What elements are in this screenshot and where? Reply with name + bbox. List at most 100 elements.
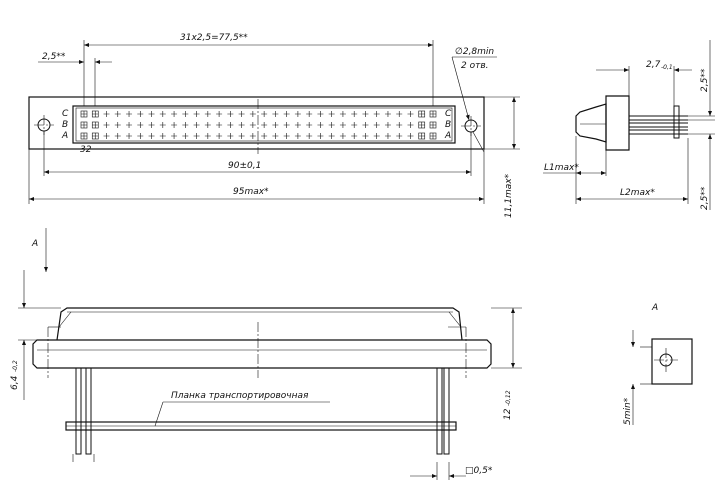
top-view-body	[72, 105, 456, 144]
detail-a-label: A	[651, 303, 658, 313]
pin-contact	[396, 111, 403, 117]
pin-contact	[114, 111, 121, 117]
dim-side-offset-tol: -0,1	[661, 64, 673, 71]
pin-contact	[227, 122, 234, 128]
front-view	[32, 307, 492, 462]
pin-contact	[384, 122, 391, 128]
dim-side-pitch-top: 2,5**	[700, 68, 710, 92]
pin-contact	[216, 122, 223, 128]
pin-contact	[339, 133, 346, 139]
dim-l1: L1max*	[544, 163, 579, 173]
pin-contact	[137, 133, 144, 139]
pin-contact	[317, 133, 324, 139]
pin-contact	[328, 133, 335, 139]
strip-label: Планка транспортировочная	[171, 391, 309, 401]
top-view-flange	[28, 96, 485, 150]
pin-contact	[204, 133, 211, 139]
pin-contact	[227, 111, 234, 117]
top-view: C B A C B A 32	[28, 96, 485, 155]
pin-contact	[103, 111, 110, 117]
pin-contact	[373, 111, 380, 117]
pin-contact	[261, 133, 268, 139]
pin-contact	[137, 122, 144, 128]
dim-pitch-left: 2,5**	[42, 52, 66, 62]
pin-contact	[294, 111, 301, 117]
view-a-label: A	[31, 239, 38, 249]
side-view	[575, 95, 688, 151]
side-view-dimensions: 2,7 -0,1 2,5** 2,5** L1max* L2max*	[543, 40, 715, 210]
pin-contact	[328, 122, 335, 128]
pin-contact-box	[91, 110, 99, 118]
dim-total-height: 12	[503, 408, 513, 420]
pin-contact-box	[418, 121, 426, 129]
pin-contact	[362, 133, 369, 139]
dim-pin-square: □0,5*	[465, 466, 493, 476]
pin-contact-box	[429, 110, 437, 118]
pin-contact	[114, 122, 121, 128]
pin-contact	[430, 111, 436, 117]
pin-contact	[272, 111, 279, 117]
pin-contact	[148, 122, 155, 128]
pin-number-32: 32	[80, 145, 92, 155]
pin-contact	[92, 122, 99, 128]
pin-contact	[204, 111, 211, 117]
dim-hole-diameter: ∅2,8min	[455, 47, 494, 57]
pin-contact	[148, 111, 155, 117]
pin-contact	[418, 122, 425, 128]
pin-contact	[182, 122, 189, 128]
pin-contact	[339, 111, 346, 117]
pin-contact	[238, 111, 245, 117]
left-pin-pair	[75, 367, 82, 455]
pin-contact-box	[418, 110, 426, 118]
pin-contact	[351, 111, 358, 117]
pin-contact	[81, 111, 87, 117]
pin-contact	[216, 133, 223, 139]
pin-contact-box	[80, 110, 88, 118]
pin-contact	[238, 133, 245, 139]
pin-contact	[92, 111, 99, 117]
pin-contact	[283, 111, 290, 117]
pin-contact	[261, 111, 268, 117]
pin-contact	[283, 133, 290, 139]
pin-contact	[81, 133, 87, 139]
pin-contact	[126, 111, 133, 117]
pin-contact	[328, 111, 335, 117]
pin-contact	[430, 122, 436, 128]
pin-contact	[373, 133, 380, 139]
dim-overall-length: 95max*	[233, 187, 269, 197]
pin-contact	[182, 133, 189, 139]
pin-contact	[317, 111, 324, 117]
pin-contact	[384, 111, 391, 117]
pin-contact	[294, 122, 301, 128]
pin-contact-box	[91, 132, 99, 140]
pin-contact	[204, 122, 211, 128]
pin-contact	[238, 122, 245, 128]
pin-contact	[430, 133, 436, 139]
dim-hole-spacing: 90±0,1	[228, 161, 261, 171]
pin-contact	[103, 122, 110, 128]
dim-height: 6,4	[10, 375, 20, 390]
pin-contact	[193, 133, 200, 139]
pin-contact	[407, 133, 414, 139]
pin-contact	[306, 111, 313, 117]
top-view-dimensions: 31x2,5=77,5** 2,5** ∅2,8min 2 отв. 90±0,…	[28, 33, 520, 218]
pin-contact-box	[429, 121, 437, 129]
row-label-c: C	[62, 109, 69, 119]
pin-contact	[148, 133, 155, 139]
pin-contact	[171, 133, 178, 139]
pin-contact	[362, 122, 369, 128]
pin-contact	[373, 122, 380, 128]
pin-contact-box	[418, 132, 426, 140]
pin-contact	[249, 122, 256, 128]
pin-grid	[80, 110, 437, 140]
pin-contact	[182, 111, 189, 117]
pin-contact	[81, 122, 87, 128]
pin-contact	[216, 111, 223, 117]
pin-contact	[103, 133, 110, 139]
pin-contact	[92, 133, 99, 139]
dim-l2: L2max*	[620, 188, 655, 198]
pin-contact	[159, 122, 166, 128]
dim-side-offset: 2,7	[646, 60, 661, 70]
pin-contact	[193, 122, 200, 128]
